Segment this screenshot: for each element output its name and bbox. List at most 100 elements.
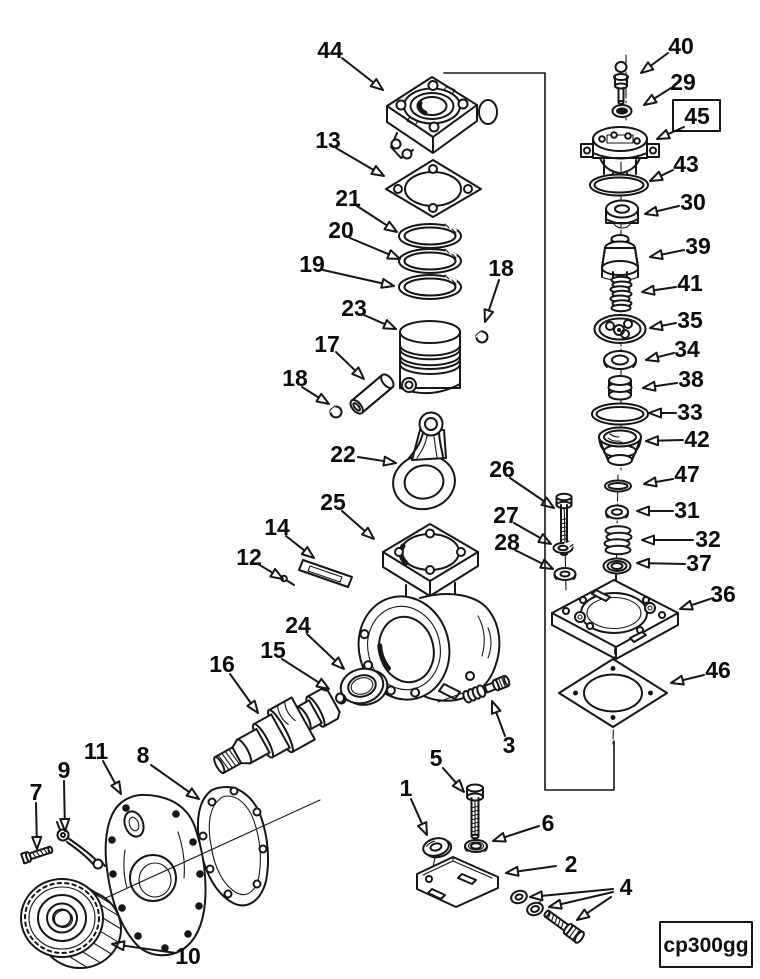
part-18-retaining-ring-right: [474, 330, 489, 344]
callout-label: 38: [678, 366, 704, 392]
callout-arrowhead: [537, 533, 552, 545]
callout-arrowhead: [59, 817, 71, 832]
part-24-bearing: [339, 667, 389, 706]
callout-arrowhead: [386, 249, 401, 260]
callout-arrow: [656, 352, 675, 359]
part-4-washer: [510, 889, 528, 905]
callout-arrowhead: [643, 476, 658, 488]
callout-label: 28: [494, 529, 520, 555]
callout-arrow: [516, 865, 557, 873]
callout-label: 5: [430, 745, 443, 771]
callout-arrow: [63, 780, 66, 821]
callout-arrowhead: [492, 832, 507, 843]
callout-arrowhead: [31, 835, 43, 850]
part-28-washer: [553, 567, 577, 581]
callout-label: 13: [315, 127, 341, 153]
callout-label: 31: [674, 497, 700, 523]
part-18-retaining-ring-left: [328, 405, 343, 419]
callout-label: 7: [30, 779, 43, 805]
part-9-retainer-lever: [56, 821, 106, 870]
part-29-washer: [611, 104, 633, 118]
part-31-washer: [605, 504, 629, 520]
callout-arrowhead: [505, 865, 520, 877]
callout-label: 18: [282, 365, 308, 391]
part-1-grommet: [422, 837, 453, 859]
callout-arrowhead: [548, 898, 563, 910]
callout-label: 11: [84, 738, 109, 764]
callout-arrow: [102, 760, 117, 785]
part-36-valve-plate: [551, 574, 679, 660]
callout-label: 46: [705, 657, 731, 683]
callout-arrowhead: [361, 526, 375, 540]
callout-arrowhead: [383, 220, 398, 233]
callout-arrowhead: [370, 165, 385, 177]
callout-label: 41: [677, 270, 703, 296]
callout-arrow: [655, 205, 680, 213]
callout-label: 4: [620, 874, 633, 900]
callout-arrowhead: [645, 435, 660, 447]
callout-arrow: [285, 535, 306, 552]
callout-label: 2: [565, 851, 578, 877]
callout-arrow: [356, 205, 388, 227]
callout-arrow: [150, 764, 191, 794]
part-21-piston-ring: [398, 223, 462, 249]
part-5-bolt: [466, 783, 484, 840]
part-12-drive-screw: [280, 574, 295, 586]
callout-arrow: [513, 522, 542, 540]
callout-label: 18: [488, 255, 514, 281]
part-13-head-gasket: [385, 159, 482, 218]
callout-arrow: [257, 563, 274, 574]
callout-arrow: [681, 674, 705, 682]
callout-label: 35: [677, 307, 703, 333]
callout-arrowhead: [641, 534, 655, 546]
callout-arrow: [442, 767, 458, 784]
callout-label: 16: [209, 651, 235, 677]
callout-arrowhead: [670, 674, 685, 686]
part-34-washer: [603, 350, 637, 370]
part-8-cover-gasket: [196, 786, 270, 907]
callout-arrowhead: [351, 366, 365, 380]
callout-label: 6: [542, 810, 555, 836]
callout-arrow: [647, 562, 686, 565]
callout-label: 42: [684, 426, 710, 452]
part-46-gasket: [558, 658, 668, 728]
callout-arrowhead: [110, 780, 122, 795]
callout-label: 40: [668, 33, 694, 59]
callout-arrowhead: [640, 61, 655, 74]
callout-arrowhead: [369, 78, 384, 91]
part-39-plunger-guide: [601, 234, 639, 280]
callout-arrowhead: [645, 351, 660, 363]
callout-arrow: [653, 87, 672, 100]
callout-arrow: [652, 286, 677, 292]
part-17-piston-pin: [349, 373, 395, 415]
callout-arrow: [514, 549, 544, 565]
callout-arrow: [585, 896, 612, 915]
callout-arrow: [301, 386, 320, 399]
part-15-key: [335, 692, 347, 705]
callout-label: 47: [674, 461, 700, 487]
callout-arrowhead: [382, 319, 397, 330]
callout-label: 8: [137, 742, 150, 768]
callout-arrowhead: [380, 277, 395, 289]
callout-arrowhead: [315, 677, 330, 690]
callouts-layer: 1234567891011121314151617181819202122232…: [30, 33, 736, 969]
callout-arrow: [559, 891, 614, 906]
callout-arrow: [322, 269, 384, 285]
figure-code-border: [659, 921, 753, 968]
part-47-o-ring: [604, 479, 632, 493]
callout-arrowhead: [300, 546, 315, 559]
callout-label: 12: [236, 544, 262, 570]
callout-arrow: [487, 279, 500, 312]
callout-label: 19: [299, 251, 325, 277]
part-44-cylinder-head: [386, 76, 498, 160]
callout-arrow: [659, 169, 674, 177]
callout-label: 9: [58, 757, 71, 783]
part-27-lock-washer: [552, 540, 574, 554]
callout-label: 39: [685, 233, 711, 259]
callout-arrowhead: [185, 787, 200, 800]
callout-arrowhead: [269, 567, 284, 580]
part-30-seal: [605, 199, 639, 229]
callout-arrow: [660, 249, 685, 256]
callout-arrow: [690, 598, 711, 607]
